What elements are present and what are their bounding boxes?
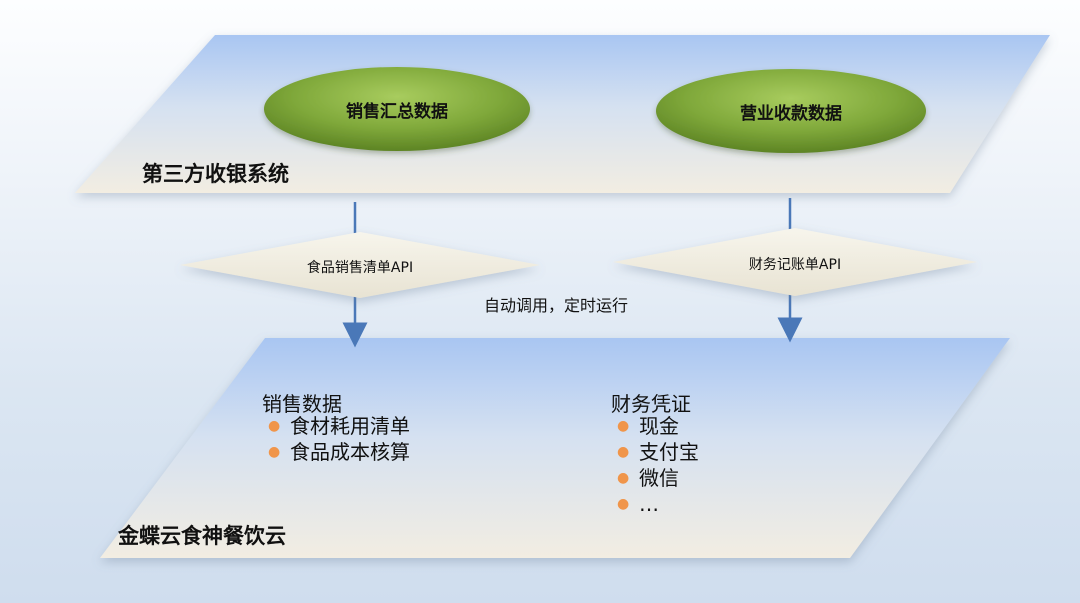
list-item: ● 微信 <box>617 465 699 491</box>
list-item: ● 食品成本核算 <box>268 439 410 465</box>
finance-voucher-heading: 财务凭证 <box>611 392 691 416</box>
list-item: ● 食材耗用清单 <box>268 413 410 439</box>
sales-data-heading: 销售数据 <box>262 392 342 416</box>
list-item: ● … <box>617 491 699 517</box>
list-item-label: 食材耗用清单 <box>290 414 410 438</box>
bullet-icon: ● <box>617 470 630 486</box>
bottom-plane <box>100 338 1010 558</box>
bullet-icon: ● <box>268 444 281 460</box>
list-item-label: 现金 <box>639 414 679 438</box>
list-item-label: 微信 <box>639 466 679 490</box>
finance-voucher-list: ● 现金 ● 支付宝 ● 微信 ● … <box>617 413 699 517</box>
list-item: ● 现金 <box>617 413 699 439</box>
api-diamond-left <box>180 232 540 298</box>
top-plane-title: 第三方收银系统 <box>142 162 289 186</box>
bullet-icon: ● <box>617 496 630 512</box>
list-item-label: … <box>639 492 659 516</box>
ellipse-sales-summary-label: 销售汇总数据 <box>346 102 448 122</box>
bullet-icon: ● <box>617 444 630 460</box>
api-diamond-right <box>613 228 977 296</box>
list-item-label: 支付宝 <box>639 440 699 464</box>
api-label-finance: 财务记账单API <box>748 257 842 273</box>
sales-data-list: ● 食材耗用清单 ● 食品成本核算 <box>268 413 410 465</box>
ellipse-revenue-label: 营业收款数据 <box>740 104 842 124</box>
list-item-label: 食品成本核算 <box>290 440 410 464</box>
ellipse-sales-summary <box>264 67 530 151</box>
auto-call-note: 自动调用，定时运行 <box>484 296 629 315</box>
ellipse-revenue <box>656 69 926 153</box>
bullet-icon: ● <box>268 418 281 434</box>
api-label-food-sales: 食品销售清单API <box>306 260 414 276</box>
bottom-plane-title: 金蝶云食神餐饮云 <box>118 524 286 548</box>
list-item: ● 支付宝 <box>617 439 699 465</box>
bullet-icon: ● <box>617 418 630 434</box>
